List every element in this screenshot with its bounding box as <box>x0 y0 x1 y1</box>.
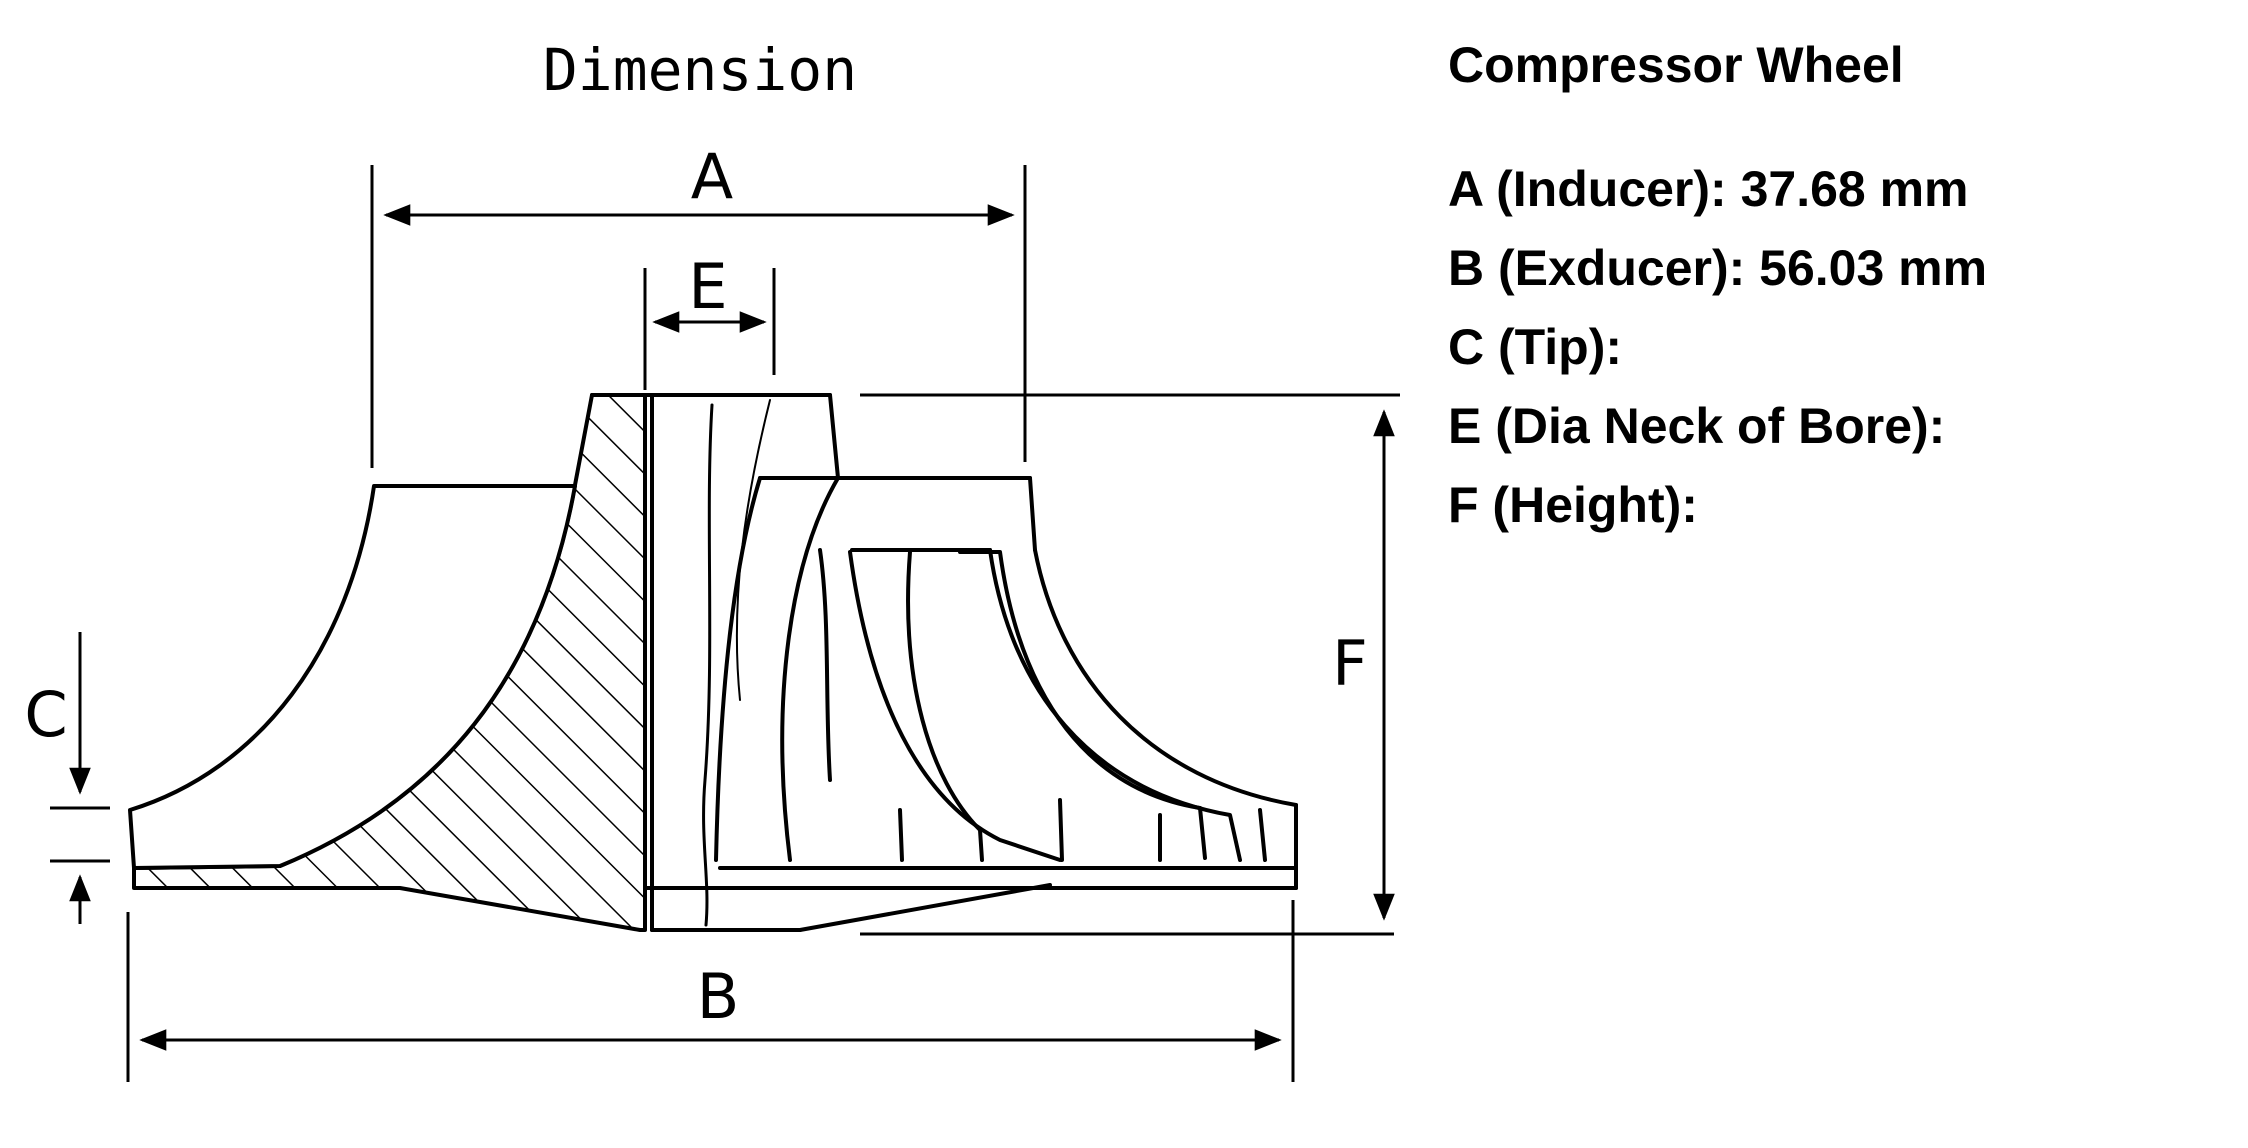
dimension-lines <box>50 165 1400 1082</box>
label-B: B <box>697 960 740 1033</box>
spec-exducer: B (Exducer): 56.03 mm <box>1448 240 1988 296</box>
spec-height: F (Height): <box>1448 477 1698 533</box>
spec-tip: C (Tip): <box>1448 319 1623 375</box>
label-E: E <box>688 250 727 323</box>
spec-inducer: A (Inducer): 37.68 mm <box>1448 161 1969 217</box>
label-C: C <box>24 678 67 751</box>
label-A: A <box>691 140 733 213</box>
compressor-wheel-diagram: Dimension <box>24 36 1400 1082</box>
wheel-outline <box>128 393 1298 932</box>
spec-neck-of-bore: E (Dia Neck of Bore): <box>1448 398 1946 454</box>
label-F: F <box>1332 627 1368 700</box>
spec-title: Compressor Wheel <box>1448 37 1904 93</box>
spec-panel: Compressor Wheel A (Inducer): 37.68 mm B… <box>1448 30 2228 545</box>
diagram-title: Dimension <box>543 36 857 104</box>
